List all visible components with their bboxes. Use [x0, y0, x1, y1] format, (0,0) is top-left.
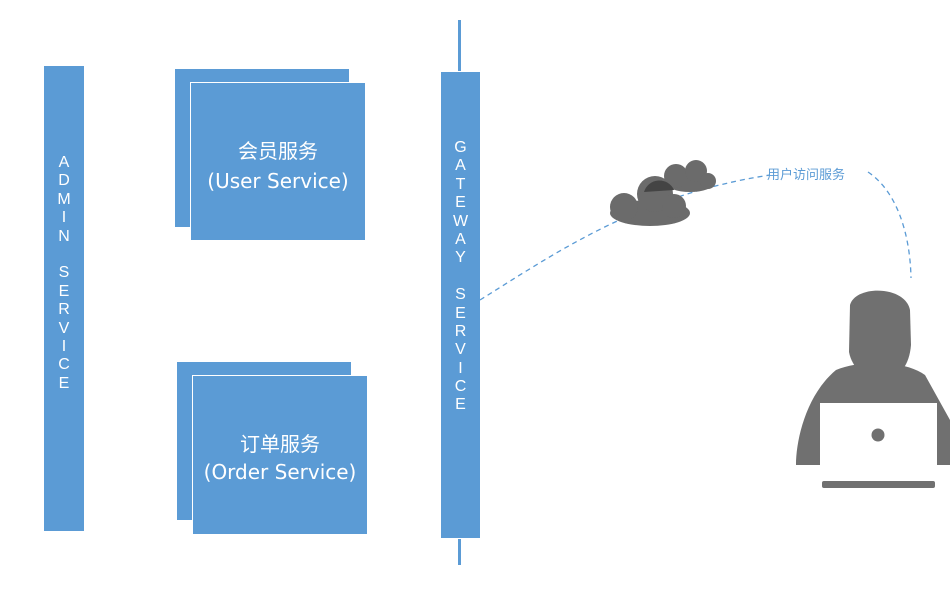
- order-service-box: 订单服务 (Order Service): [192, 375, 368, 535]
- cloud-icon: [610, 160, 716, 226]
- order-service-name-en: (Order Service): [203, 460, 357, 484]
- cloud-overlap: [644, 180, 674, 192]
- user-at-laptop-icon: [796, 290, 950, 488]
- access-label: 用户访问服务: [767, 168, 846, 183]
- user-service-name-en: (User Service): [207, 169, 349, 193]
- order-service-name: 订单服务: [240, 432, 320, 456]
- user-service-box: 会员服务 (User Service): [190, 82, 366, 241]
- user-service-name: 会员服务: [238, 139, 318, 163]
- access-path: [479, 174, 771, 301]
- access-path-to-user: [867, 171, 912, 279]
